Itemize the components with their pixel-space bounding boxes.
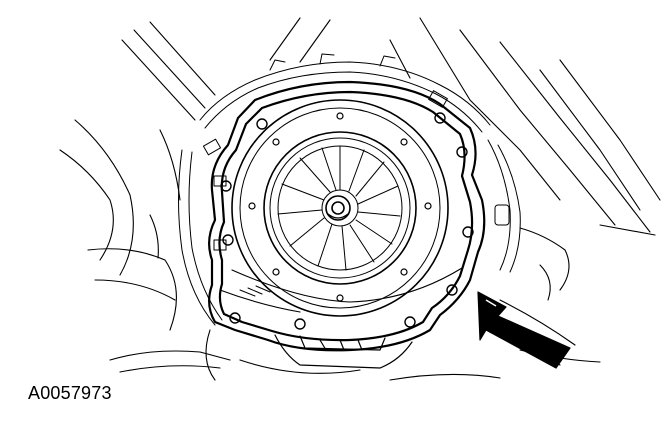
tunnel-outline xyxy=(59,17,661,381)
figure-id-label: A0057973 xyxy=(28,383,112,403)
lower-housing xyxy=(274,334,413,369)
bellhousing-flange xyxy=(208,80,486,352)
release-hub xyxy=(325,195,351,221)
diaphragm-spring xyxy=(277,145,403,271)
flange-bolts xyxy=(220,112,474,330)
arrow-indicator-icon xyxy=(477,291,571,369)
cover-bolts xyxy=(248,112,432,302)
pressure-plate-cover xyxy=(231,99,449,317)
